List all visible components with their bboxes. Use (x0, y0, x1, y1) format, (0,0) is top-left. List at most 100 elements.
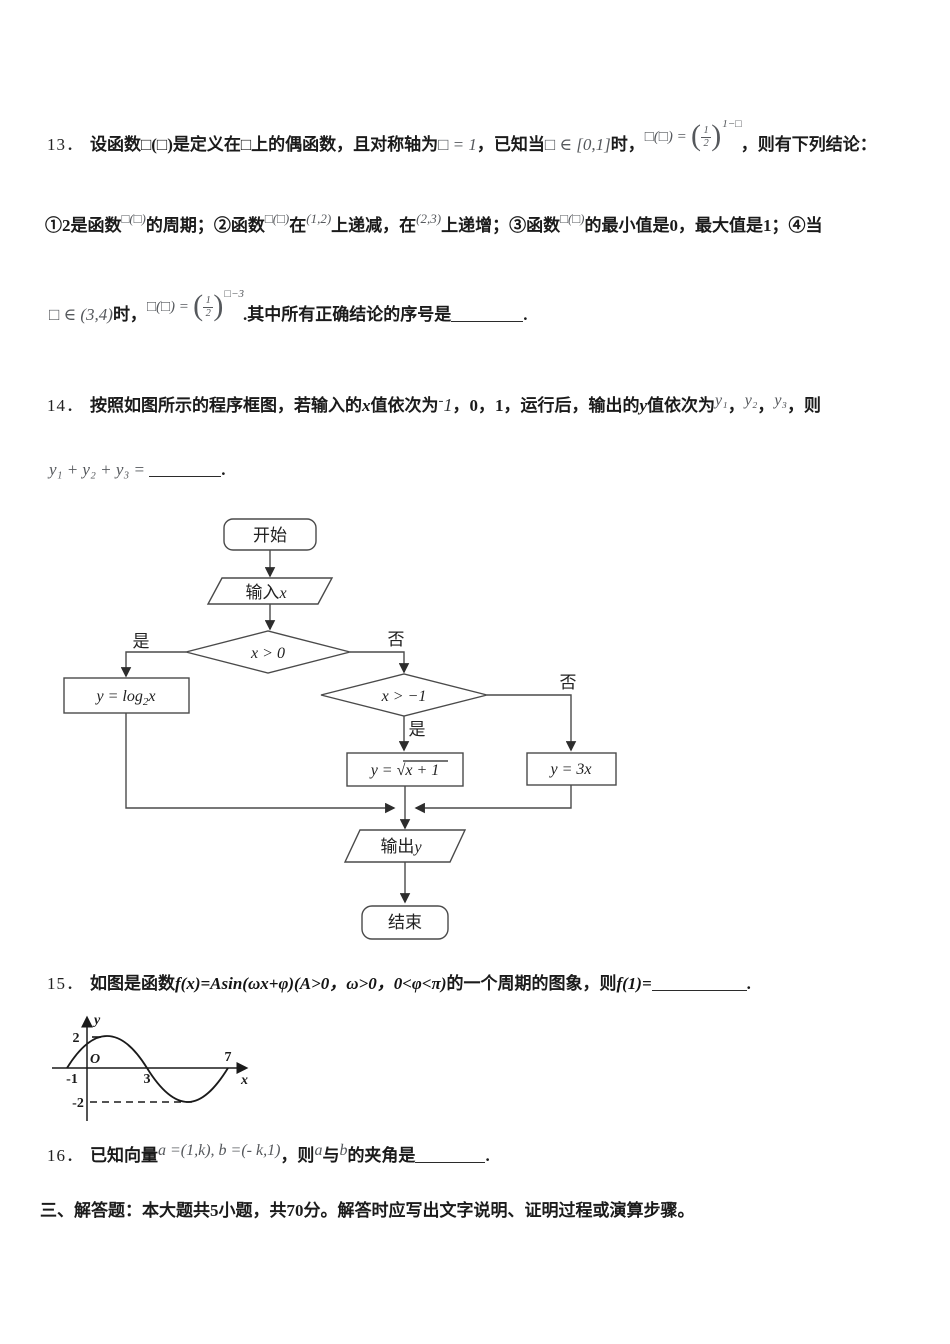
q16-number: 16． (47, 1146, 84, 1165)
q13-line2: ①2是函数□(□)的周期；②函数□(□)在(1,2)上递减，在(2,3)上递增；… (45, 211, 823, 240)
log-subscript: 2 (143, 696, 149, 708)
q15-dot: . (746, 974, 751, 993)
q13-math-domain: □ ∈ [0,1] (544, 135, 611, 154)
q14-yvar: y (639, 396, 648, 415)
flow-arrow-cond1-yes (120, 651, 186, 678)
q13-text-c: ，已知当 (476, 135, 545, 154)
q15-answer-blank (651, 976, 747, 991)
sqrt-argument: x + 1 (404, 762, 439, 779)
log-box-label: y = log2x (95, 688, 156, 708)
section3-header: 三、解答题：本大题共5小题，共70分。解答时应写出文字说明、证明过程或演算步骤。 (40, 1198, 695, 1224)
q16-text-mid: 与 (322, 1146, 340, 1165)
x-axis-label: x (240, 1073, 248, 1088)
flow-arrow-linear-merge (414, 785, 572, 814)
q14-dot: . (221, 460, 226, 479)
decision1-diamond (185, 630, 351, 674)
q13-l2-sup1: □(□) (264, 211, 290, 226)
section3-text: 三、解答题：本大题共5小题，共70分。解答时应写出文字说明、证明过程或演算步骤。 (40, 1201, 695, 1220)
q15-line1: 15．如图是函数f(x)=Asin(ωx+φ)(A>0，ω>0，0<φ<π)的一… (47, 971, 751, 997)
q16-vector-expression: a =(1,k), b =(- k,1) (158, 1142, 281, 1159)
q13-math-domain2: □ ∈ (3,4) (49, 305, 113, 324)
sqrt-box-label: y = √x + 1 (369, 762, 440, 779)
sqrt-radical: √ (397, 762, 406, 779)
q13-answer-blank (451, 307, 524, 322)
start-terminator (223, 518, 317, 551)
input-label: 输入x (245, 583, 286, 602)
q16-answer-blank (415, 1148, 486, 1163)
q14-y3: y₃ (774, 392, 788, 409)
flowchart: 开始 输入x x > 0 是 否 y = log2x x > −1 是 否 y … (63, 518, 617, 940)
q16-vector-a: a (314, 1142, 323, 1159)
right-paren: ) (711, 119, 722, 153)
q13-l3-c: .其中所有正确结论的序号是 (243, 305, 452, 324)
q14-one: 1 (443, 395, 453, 415)
left-paren: ( (193, 289, 204, 323)
input-label-cjk: 输入 (245, 583, 279, 602)
q14-number: 14． (47, 396, 84, 415)
q13-l2-interval1: (1,2) (306, 211, 332, 226)
q14-line2: y₁ + y₂ + y₃ = . (49, 457, 226, 483)
process-sqrt-box (346, 752, 464, 787)
q13-l2-sup0: □(□) (121, 211, 146, 226)
output-label: 输出y (380, 837, 422, 856)
sqrt-pre: y = (369, 762, 397, 779)
q16-dot: . (485, 1146, 490, 1165)
cond2-label: x > −1 (381, 688, 427, 705)
q14-comma2: ， (757, 396, 775, 415)
flow-arrow-cond1-no (350, 651, 410, 674)
q13-l2-t5: 的最小值是0，最大值是1；④当 (584, 216, 823, 235)
q14-sup-minus: - (438, 393, 444, 409)
q13-l3-b: 时， (112, 305, 147, 324)
q14-text-c: ，0，1，运行后，输出的 (452, 396, 640, 415)
q15-number: 15． (47, 974, 84, 993)
q13-l2-sup2: □(□) (560, 211, 585, 226)
q13-number: 13． (47, 135, 84, 154)
cond1-label: x > 0 (250, 645, 285, 662)
fraction-denominator: 2 (703, 137, 709, 149)
ytick-2: 2 (73, 1031, 80, 1046)
q16-line1: 16．已知向量a =(1,k), b =(- k,1)，则a与b的夹角是. (47, 1142, 490, 1170)
q13-text-f: ，则有下列结论： (740, 135, 877, 154)
q14-text-a: 按照如图所示的程序框图，若输入的 (90, 396, 362, 415)
flow-arrow-cond2-no (487, 694, 577, 752)
q13-l2-interval2: (2,3) (416, 211, 442, 226)
output-label-var: y (412, 839, 422, 856)
formula-exponent: □−3 (224, 288, 244, 301)
q15-f1-expression: f(1)= (616, 974, 652, 993)
log-pre: y = log (95, 688, 143, 705)
q14-xvar: x (362, 396, 371, 415)
fraction-numerator: 1 (700, 125, 712, 138)
end-label: 结束 (388, 913, 422, 932)
flow-arrow-log-merge (125, 713, 396, 814)
q13-text-a: 设函数□(□)是定义在□上的偶函数，且对称轴为 (90, 135, 439, 154)
y-axis-label: y (92, 1013, 101, 1028)
q13-text-e: 时， (610, 135, 645, 154)
left-paren: ( (690, 119, 701, 153)
q13-math-axis: □ = 1 (438, 135, 477, 154)
right-paren: ) (213, 289, 224, 323)
linear-box-label: y = 3x (549, 761, 592, 778)
cond1-no-label: 否 (388, 630, 405, 649)
xtick-3: 3 (144, 1072, 151, 1087)
q13-l2-t0: ①2是函数 (45, 216, 122, 235)
q15-sine-graph: y x O 2 -2 -1 3 7 (52, 1013, 249, 1121)
cond1-yes-label: 是 (133, 632, 150, 651)
q13-line1: 13． 设函数□(□)是定义在□上的偶函数，且对称轴为□ = 1，已知当□ ∈ [… (47, 118, 877, 160)
output-parallelogram (343, 829, 467, 863)
q13-l2-t4: 上递增；③函数 (441, 216, 561, 235)
cond2-no-label: 否 (560, 673, 577, 692)
q14-y1: y₁ (715, 392, 728, 409)
q14-text-d: 值依次为 (647, 396, 716, 415)
q14-comma1: ， (727, 396, 745, 415)
sine-curve (66, 1035, 229, 1103)
cond2-yes-label: 是 (409, 720, 426, 739)
ytick-minus2: -2 (72, 1096, 84, 1111)
q13-l2-t2: 在 (289, 216, 307, 235)
formula-lhs: □(□) = (146, 299, 189, 316)
q14-answer-blank (149, 462, 222, 477)
q15-text-b: 的一个周期的图象，则 (446, 974, 617, 993)
